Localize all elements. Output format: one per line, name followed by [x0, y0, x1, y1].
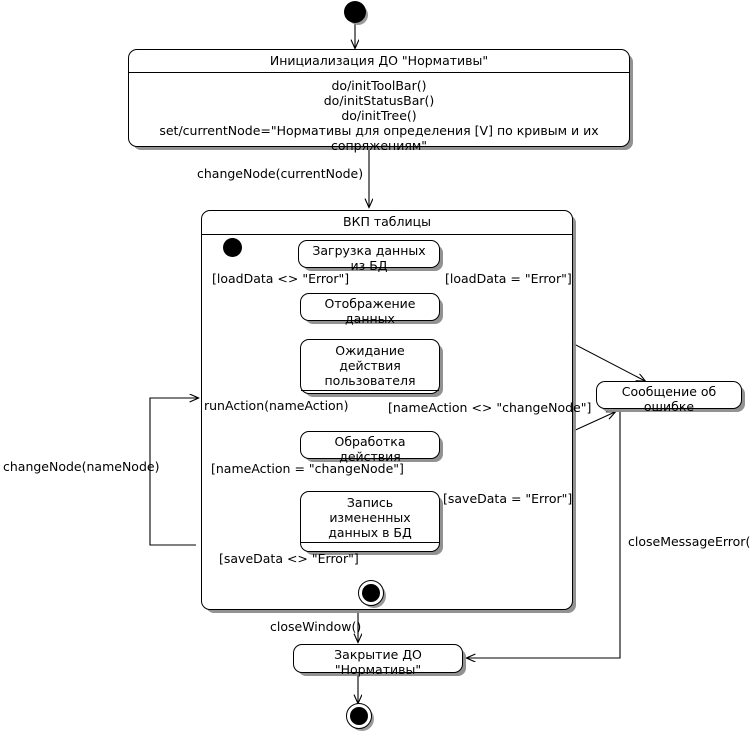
- state-load-data[interactable]: Загрузка данных из БД: [298, 240, 440, 273]
- label-name-action-eq: [nameAction = "changeNode"]: [211, 461, 404, 476]
- state-save-data-label: Запись измененных данных в БД: [301, 492, 439, 542]
- state-initialization-title: Инициализация ДО "Нормативы": [269, 53, 489, 68]
- label-save-error: [saveData = "Error"]: [443, 491, 573, 506]
- action-init-toolbar: do/initToolBar(): [331, 78, 427, 93]
- state-close-window-label: Закрытие ДО "Нормативы": [334, 647, 422, 677]
- label-change-current-node: changeNode(currentNode): [197, 166, 364, 181]
- final-state-outer: [346, 703, 372, 729]
- state-wait-line1: Ожидание действия: [335, 343, 405, 373]
- state-error-message[interactable]: Сообщение об ошибке: [596, 381, 742, 414]
- action-init-statusbar: do/initStatusBar(): [323, 93, 435, 108]
- state-error-message-label: Сообщение об ошибке: [621, 384, 717, 414]
- state-load-data-label: Загрузка данных из БД: [312, 243, 426, 273]
- state-save-line2: данных в БД: [328, 525, 412, 540]
- state-save-line1: Запись измененных: [329, 495, 411, 525]
- label-save-ok: [saveData <> "Error"]: [219, 551, 359, 566]
- action-set-current-node: set/currentNode="Нормативы для определен…: [159, 123, 599, 153]
- state-process-action-label: Обработка действия: [334, 434, 406, 464]
- state-initialization[interactable]: Инициализация ДО "Нормативы" do/initTool…: [128, 49, 630, 153]
- initial-state-inner: [223, 238, 242, 257]
- state-wait-line2: пользователя: [324, 373, 416, 388]
- state-display-data[interactable]: Отображение данных: [300, 293, 440, 326]
- state-wait-compartment: [301, 390, 439, 404]
- label-name-action-ne: [nameAction <> "changeNode"]: [388, 400, 592, 415]
- state-save-compartment: [301, 542, 439, 560]
- final-state-inner: [358, 580, 384, 606]
- state-initialization-actions: do/initToolBar() do/initStatusBar() do/i…: [129, 72, 629, 157]
- state-composite-title: ВКП таблицы: [202, 211, 572, 235]
- label-load-error: [loadData = "Error"]: [445, 271, 572, 286]
- label-close-window: closeWindow(): [270, 619, 362, 634]
- state-close-window[interactable]: Закрытие ДО "Нормативы": [293, 644, 463, 677]
- state-save-data[interactable]: Запись измененных данных в БД: [300, 491, 440, 552]
- initial-state-start: [344, 1, 366, 23]
- state-wait-user-action-label: Ожидание действия пользователя: [301, 340, 439, 390]
- state-display-data-label: Отображение данных: [324, 296, 416, 326]
- label-change-node-name: changeNode(nameNode): [3, 459, 160, 474]
- label-run-action: runAction(nameAction): [204, 398, 349, 413]
- state-wait-user-action[interactable]: Ожидание действия пользователя: [300, 339, 440, 394]
- label-close-message-error: closeMessageError(): [628, 534, 750, 549]
- action-init-tree: do/initTree(): [341, 108, 417, 123]
- state-process-action[interactable]: Обработка действия: [300, 431, 440, 464]
- label-load-ok: [loadData <> "Error"]: [212, 271, 350, 286]
